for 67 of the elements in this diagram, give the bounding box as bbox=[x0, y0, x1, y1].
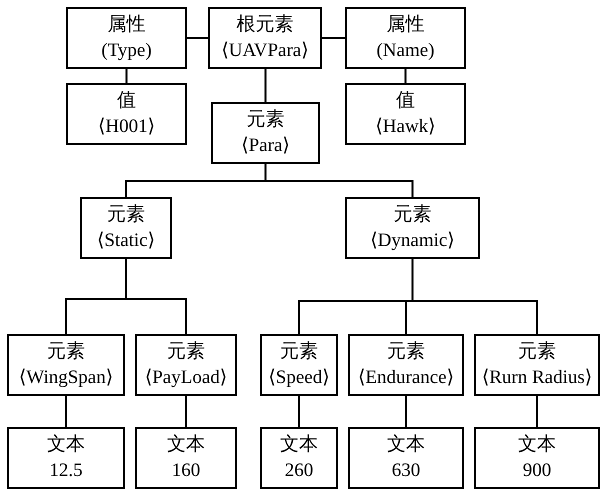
connector-line bbox=[264, 69, 266, 102]
connector-line bbox=[405, 396, 407, 427]
element-box bbox=[7, 334, 125, 396]
node-label: ⟨Rurn Radius⟩ bbox=[482, 366, 592, 390]
element-box bbox=[135, 427, 237, 489]
connector-line bbox=[187, 37, 208, 39]
element-box bbox=[260, 334, 338, 396]
node-label: ⟨WingSpan⟩ bbox=[18, 366, 114, 390]
node-heading: 元素 bbox=[246, 108, 284, 132]
node-label: ⟨UAVPara⟩ bbox=[221, 39, 309, 63]
element-box bbox=[474, 334, 600, 396]
node-heading: 文本 bbox=[47, 433, 85, 457]
connector-line bbox=[125, 259, 187, 334]
node-heading: 元素 bbox=[280, 340, 318, 364]
node-label: 630 bbox=[392, 459, 420, 483]
connector-line bbox=[298, 396, 300, 427]
connector-line bbox=[404, 69, 406, 83]
node-label: ⟨Hawk⟩ bbox=[375, 115, 436, 139]
connector-line bbox=[185, 396, 187, 427]
node-heading: 元素 bbox=[47, 340, 85, 364]
element-box bbox=[66, 7, 187, 69]
element-box bbox=[348, 427, 464, 489]
element-box bbox=[474, 427, 600, 489]
node-label: 260 bbox=[284, 459, 314, 483]
node-heading: 元素 bbox=[107, 203, 145, 227]
node-heading: 属性 bbox=[108, 13, 146, 37]
connector-line bbox=[322, 37, 345, 39]
node-label: 160 bbox=[172, 459, 200, 483]
element-box bbox=[135, 334, 237, 396]
element-box bbox=[208, 7, 322, 69]
element-box bbox=[345, 83, 466, 145]
element-box bbox=[345, 197, 480, 259]
node-heading: 元素 bbox=[518, 340, 556, 364]
node-label: ⟨Endurance⟩ bbox=[358, 366, 454, 390]
element-box bbox=[260, 427, 338, 489]
element-box bbox=[345, 7, 466, 69]
node-label: ⟨Dynamic⟩ bbox=[370, 229, 455, 253]
node-label: ⟨H001⟩ bbox=[98, 115, 156, 139]
element-box bbox=[80, 197, 172, 259]
node-label: (Type) bbox=[101, 39, 152, 63]
node-heading: 值 bbox=[396, 89, 415, 113]
node-heading: 文本 bbox=[387, 433, 425, 457]
node-heading: 属性 bbox=[386, 13, 424, 37]
connector-line bbox=[126, 69, 128, 83]
node-heading: 元素 bbox=[387, 340, 425, 364]
node-heading: 值 bbox=[117, 89, 136, 113]
element-box bbox=[7, 427, 125, 489]
node-heading: 元素 bbox=[394, 203, 432, 227]
node-heading: 文本 bbox=[167, 433, 205, 457]
element-box bbox=[66, 83, 187, 145]
node-label: ⟨PayLoad⟩ bbox=[144, 366, 228, 390]
node-heading: 文本 bbox=[280, 433, 318, 457]
node-label: ⟨Static⟩ bbox=[96, 229, 156, 253]
connector-line bbox=[264, 164, 414, 197]
node-heading: 文本 bbox=[518, 433, 556, 457]
node-label: ⟨Para⟩ bbox=[241, 134, 290, 158]
element-box bbox=[348, 334, 464, 396]
node-label: 900 bbox=[522, 459, 552, 483]
connector-line bbox=[65, 396, 67, 427]
node-label: 12.5 bbox=[49, 459, 83, 483]
connector-line bbox=[412, 259, 538, 334]
node-heading: 元素 bbox=[167, 340, 205, 364]
node-label: ⟨Speed⟩ bbox=[268, 366, 330, 390]
element-box bbox=[211, 102, 320, 164]
connector-line bbox=[536, 396, 538, 427]
node-label: (Name) bbox=[376, 39, 435, 63]
node-heading: 根元素 bbox=[236, 13, 294, 37]
